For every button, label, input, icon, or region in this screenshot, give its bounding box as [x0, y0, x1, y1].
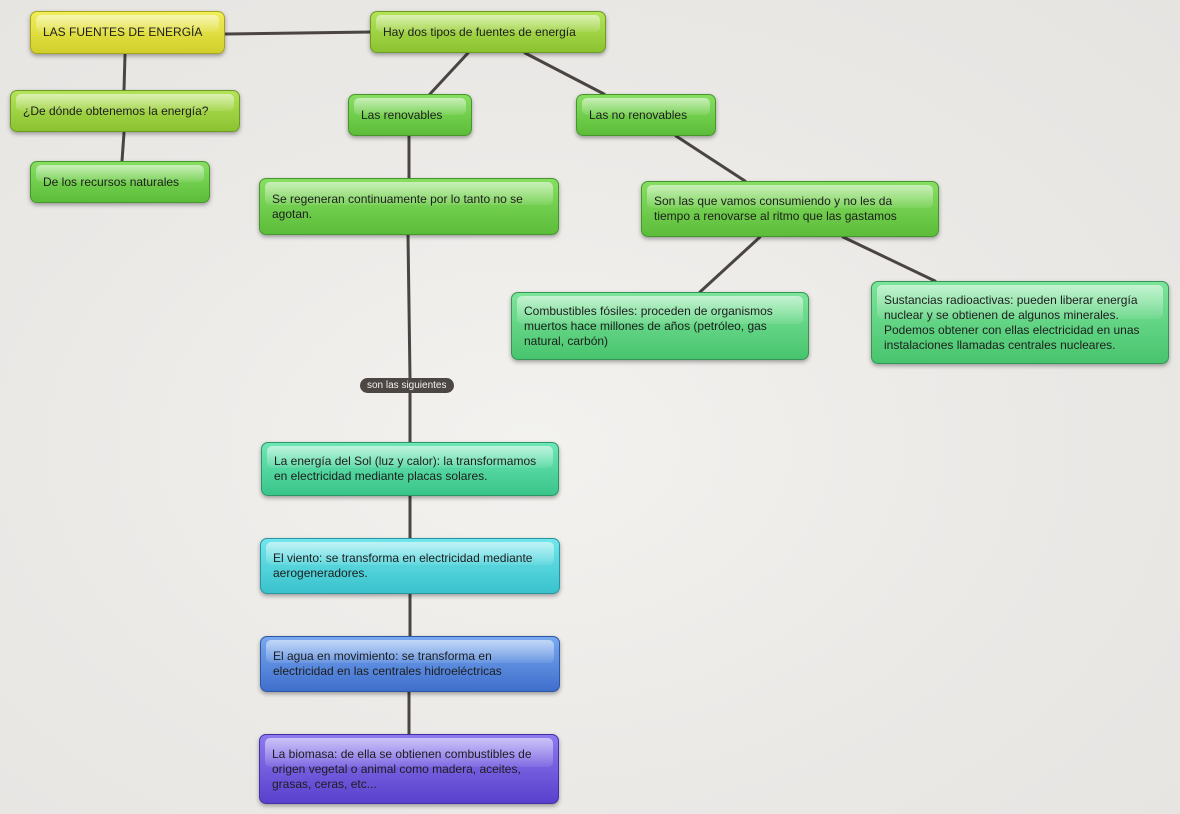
node-non-renewables[interactable]: Las no renovables: [576, 94, 716, 136]
node-question-text: ¿De dónde obtenemos la energía?: [23, 103, 209, 118]
node-sun-energy-text: La energía del Sol (luz y calor): la tra…: [274, 454, 537, 483]
node-radioactive-text: Sustancias radioactivas: pueden liberar …: [884, 292, 1140, 352]
node-sun-energy[interactable]: La energía del Sol (luz y calor): la tra…: [261, 442, 559, 496]
node-non-renewables-text: Las no renovables: [589, 107, 688, 122]
link-renewables-list: [406, 233, 412, 380]
node-biomass-energy[interactable]: La biomasa: de ella se obtienen combusti…: [259, 734, 559, 804]
node-non-renewables-description-text: Son las que vamos consumiendo y no les d…: [654, 194, 897, 223]
node-natural-resources[interactable]: De los recursos naturales: [30, 161, 210, 203]
node-non-renewables-description[interactable]: Son las que vamos consumiendo y no les d…: [641, 181, 939, 237]
link-non-renewables-desc: [674, 134, 747, 183]
node-question[interactable]: ¿De dónde obtenemos la energía?: [10, 90, 240, 132]
node-wind-energy[interactable]: El viento: se transforma en electricidad…: [260, 538, 560, 594]
node-biomass-energy-text: La biomasa: de ella se obtienen combusti…: [272, 746, 532, 791]
node-natural-resources-text: De los recursos naturales: [43, 174, 180, 189]
node-renewables-description[interactable]: Se regeneran continuamente por lo tanto …: [259, 178, 559, 235]
link-desc-radioactive: [841, 235, 937, 283]
link-label-son-las-siguientes: son las siguientes: [360, 378, 454, 393]
node-water-energy-text: El agua en movimiento: se transforma en …: [273, 649, 502, 678]
node-wind-energy-text: El viento: se transforma en electricidad…: [273, 551, 533, 580]
node-renewables-description-text: Se regeneran continuamente por lo tanto …: [272, 191, 523, 221]
node-two-types-text: Hay dos tipos de fuentes de energía: [383, 24, 576, 39]
node-water-energy[interactable]: El agua en movimiento: se transforma en …: [260, 636, 560, 692]
link-question-resources: [120, 131, 126, 163]
node-radioactive[interactable]: Sustancias radioactivas: pueden liberar …: [871, 281, 1169, 364]
link-title-two-types: [223, 30, 374, 36]
node-renewables-text: Las renovables: [361, 107, 443, 122]
node-fossil-fuels-text: Combustibles fósiles: proceden de organi…: [524, 303, 773, 348]
node-title-text: LAS FUENTES DE ENERGÍA: [43, 25, 203, 39]
node-fossil-fuels[interactable]: Combustibles fósiles: proceden de organi…: [511, 292, 809, 360]
link-two-types-non-renewables: [523, 51, 606, 96]
link-desc-fossil: [698, 235, 762, 294]
node-title[interactable]: LAS FUENTES DE ENERGÍA: [30, 11, 225, 54]
node-renewables[interactable]: Las renovables: [348, 94, 472, 136]
link-two-types-renewables: [428, 51, 470, 96]
node-two-types[interactable]: Hay dos tipos de fuentes de energía: [370, 11, 606, 53]
link-title-question: [122, 53, 127, 92]
